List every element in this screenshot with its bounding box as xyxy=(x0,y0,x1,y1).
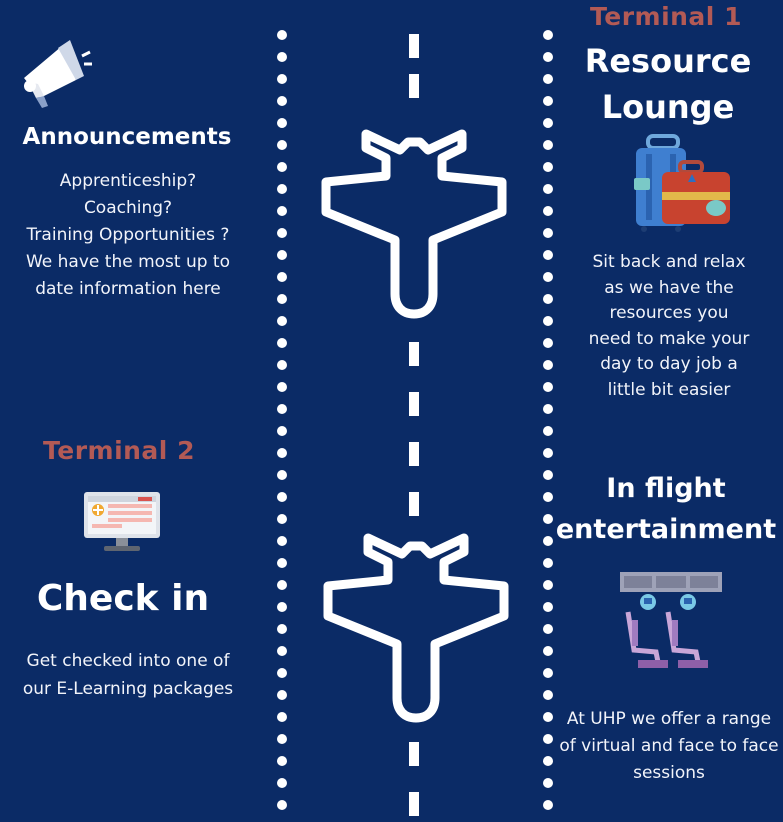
lane-dot xyxy=(277,382,287,392)
check-in-text: Get checked into one of our E-Learning p… xyxy=(22,651,234,699)
check-in-title: Check in xyxy=(36,578,210,619)
runway-dash xyxy=(409,342,419,366)
airplane-icon xyxy=(321,129,507,319)
lane-dot xyxy=(277,756,287,766)
lane-dot xyxy=(543,184,553,194)
lane-dot xyxy=(277,712,287,722)
lane-dot xyxy=(543,690,553,700)
terminal-2-label: Terminal 2 xyxy=(43,436,195,465)
lane-dot xyxy=(543,624,553,634)
lane-dot xyxy=(277,624,287,634)
lane-dot xyxy=(543,96,553,106)
runway-dash xyxy=(409,442,419,466)
lane-dot xyxy=(277,690,287,700)
lane-dot xyxy=(543,734,553,744)
lane-dot xyxy=(277,778,287,788)
runway-dash xyxy=(409,492,419,516)
lane-dot xyxy=(543,294,553,304)
lane-dot xyxy=(277,646,287,656)
lane-dot xyxy=(543,382,553,392)
lane-dot xyxy=(543,536,553,546)
megaphone-icon xyxy=(24,40,92,108)
lane-dot xyxy=(277,74,287,84)
luggage-icon xyxy=(634,134,730,232)
lane-dot xyxy=(277,580,287,590)
lane-dot xyxy=(277,404,287,414)
lane-dot xyxy=(277,470,287,480)
terminal-1-label: Terminal 1 xyxy=(590,2,742,31)
airplane-icon xyxy=(323,533,509,723)
lane-dot xyxy=(277,668,287,678)
lane-dot xyxy=(543,360,553,370)
lane-dot xyxy=(277,316,287,326)
runway-dash xyxy=(409,392,419,416)
lane-dot xyxy=(543,250,553,260)
announcements-title: Announcements xyxy=(22,124,232,150)
lane-dot xyxy=(277,206,287,216)
lane-dot xyxy=(543,30,553,40)
lane-dot xyxy=(277,272,287,282)
lane-dot xyxy=(543,52,553,62)
lane-dot xyxy=(543,712,553,722)
lane-dot xyxy=(277,800,287,810)
inflight-title: In flight entertainment xyxy=(555,473,777,545)
announcements-text: Apprenticeship? Coaching? Training Oppor… xyxy=(25,171,231,299)
lane-dot xyxy=(277,338,287,348)
left-dotted-lane xyxy=(275,30,289,822)
lane-dot xyxy=(543,514,553,524)
lane-dot xyxy=(543,162,553,172)
runway-dash xyxy=(409,792,419,816)
right-dotted-lane xyxy=(541,30,555,822)
lane-dot xyxy=(543,404,553,414)
lane-dot xyxy=(277,228,287,238)
lane-dot xyxy=(277,162,287,172)
lane-dot xyxy=(543,426,553,436)
lane-dot xyxy=(543,118,553,128)
lane-dot xyxy=(277,250,287,260)
lane-dot xyxy=(543,140,553,150)
lane-dot xyxy=(277,360,287,370)
lane-dot xyxy=(277,184,287,194)
lane-dot xyxy=(277,426,287,436)
lane-dot xyxy=(277,492,287,502)
resource-lounge-text: Sit back and relax as we have the resour… xyxy=(588,252,750,400)
airplane-seats-icon xyxy=(620,572,722,668)
lane-dot xyxy=(277,514,287,524)
lane-dot xyxy=(543,272,553,282)
lane-dot xyxy=(543,74,553,84)
lane-dot xyxy=(543,778,553,788)
lane-dot xyxy=(277,734,287,744)
lane-dot xyxy=(277,118,287,128)
lane-dot xyxy=(277,448,287,458)
lane-dot xyxy=(277,294,287,304)
lane-dot xyxy=(277,536,287,546)
lane-dot xyxy=(543,228,553,238)
inflight-text: At UHP we offer a range of virtual and f… xyxy=(559,709,779,783)
runway-dash xyxy=(409,74,419,98)
runway-dash xyxy=(409,34,419,58)
lane-dot xyxy=(543,316,553,326)
lane-dot xyxy=(543,756,553,766)
lane-dot xyxy=(543,470,553,480)
lane-dot xyxy=(277,140,287,150)
runway-dash xyxy=(409,742,419,766)
resource-lounge-title: Resource Lounge xyxy=(584,42,752,126)
lane-dot xyxy=(277,30,287,40)
lane-dot xyxy=(543,338,553,348)
lane-dot xyxy=(543,668,553,678)
lane-dot xyxy=(277,602,287,612)
lane-dot xyxy=(277,52,287,62)
lane-dot xyxy=(543,800,553,810)
monitor-icon xyxy=(84,492,160,551)
lane-dot xyxy=(543,558,553,568)
lane-dot xyxy=(277,96,287,106)
lane-dot xyxy=(543,602,553,612)
lane-dot xyxy=(543,206,553,216)
lane-dot xyxy=(277,558,287,568)
lane-dot xyxy=(543,492,553,502)
lane-dot xyxy=(543,580,553,590)
lane-dot xyxy=(543,646,553,656)
lane-dot xyxy=(543,448,553,458)
